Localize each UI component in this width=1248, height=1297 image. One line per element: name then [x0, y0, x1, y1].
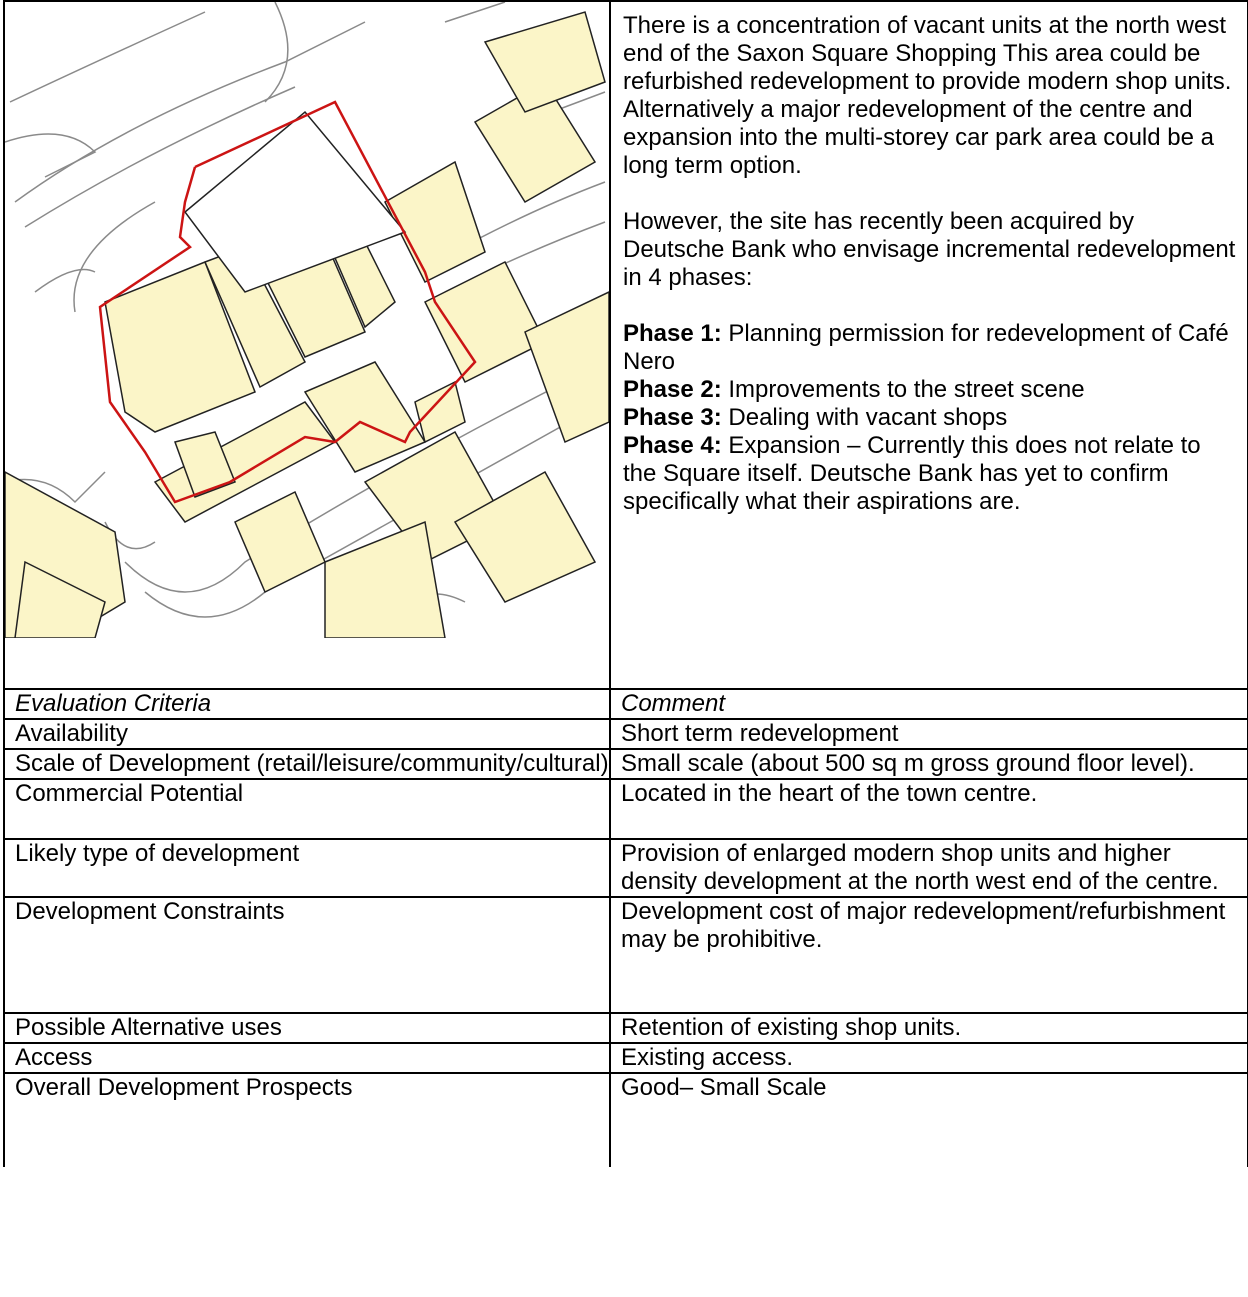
comment-cell: Small scale (about 500 sq m gross ground…: [609, 748, 1248, 780]
criteria-header: Evaluation Criteria: [3, 688, 611, 720]
criteria-cell: Development Constraints: [3, 896, 611, 1014]
table-row: Development Constraints Development cost…: [3, 896, 1248, 1014]
comment-cell: Retention of existing shop units.: [609, 1012, 1248, 1044]
criteria-cell: Availability: [3, 718, 611, 750]
comment-cell: Development cost of major redevelopment/…: [609, 896, 1248, 1014]
phase-2: Phase 2: Improvements to the street scen…: [623, 376, 1237, 404]
table-row: Availability Short term redevelopment: [3, 718, 1248, 750]
criteria-cell: Commercial Potential: [3, 778, 611, 840]
phase-1-label: Phase 1:: [623, 320, 722, 347]
criteria-cell: Likely type of development: [3, 838, 611, 898]
phase-3-text: Dealing with vacant shops: [721, 404, 1008, 431]
table-row: Access Existing access.: [3, 1042, 1248, 1074]
phase-2-label: Phase 2:: [623, 376, 722, 403]
description-para-1: There is a concentration of vacant units…: [623, 12, 1232, 179]
comment-cell: Provision of enlarged modern shop units …: [609, 838, 1248, 898]
site-boundary-outline: [98, 100, 477, 504]
site-map-cell: [3, 0, 611, 690]
phase-1: Phase 1: Planning permission for redevel…: [623, 320, 1237, 376]
phase-2-text: Improvements to the street scene: [721, 376, 1085, 403]
phase-4-text: Expansion – Currently this does not rela…: [623, 432, 1201, 515]
criteria-cell: Possible Alternative uses: [3, 1012, 611, 1044]
phase-4: Phase 4: Expansion – Currently this does…: [623, 432, 1237, 516]
comment-cell: Good– Small Scale: [609, 1072, 1248, 1167]
comment-header: Comment: [609, 688, 1248, 720]
phase-4-label: Phase 4:: [623, 432, 722, 459]
table-header-row: Evaluation Criteria Comment: [3, 688, 1248, 720]
comment-cell: Located in the heart of the town centre.: [609, 778, 1248, 840]
table-row: Possible Alternative uses Retention of e…: [3, 1012, 1248, 1044]
site-assessment-table: There is a concentration of vacant units…: [3, 0, 1248, 1167]
criteria-cell: Access: [3, 1042, 611, 1074]
map-row: There is a concentration of vacant units…: [3, 0, 1248, 690]
table-row: Likely type of development Provision of …: [3, 838, 1248, 898]
phase-3-label: Phase 3:: [623, 404, 722, 431]
table-row: Commercial Potential Located in the hear…: [3, 778, 1248, 840]
description-para-2: However, the site has recently been acqu…: [623, 208, 1236, 291]
criteria-cell: Scale of Development (retail/leisure/com…: [3, 748, 611, 780]
comment-cell: Short term redevelopment: [609, 718, 1248, 750]
site-description-cell: There is a concentration of vacant units…: [609, 0, 1248, 690]
comment-cell: Existing access.: [609, 1042, 1248, 1074]
criteria-cell: Overall Development Prospects: [3, 1072, 611, 1167]
phase-3: Phase 3: Dealing with vacant shops: [623, 404, 1237, 432]
table-row: Scale of Development (retail/leisure/com…: [3, 748, 1248, 780]
site-location-map: [5, 2, 609, 638]
phase-1-text: Planning permission for redevelopment of…: [623, 320, 1229, 375]
table-row: Overall Development Prospects Good– Smal…: [3, 1072, 1248, 1167]
